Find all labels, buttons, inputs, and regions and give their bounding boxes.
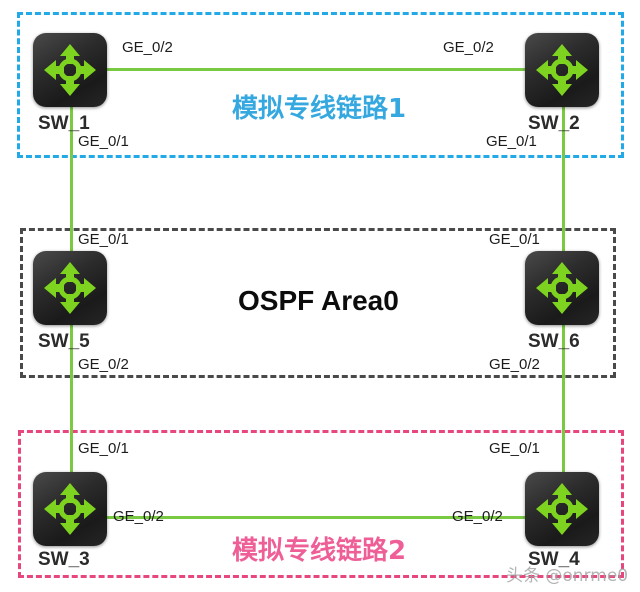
device-label-sw6: SW_6 — [528, 331, 580, 352]
port-label-sw3-ge02: GE_0/2 — [113, 508, 164, 525]
device-label-sw1: SW_1 — [38, 113, 90, 134]
link-sw5-sw3 — [70, 324, 73, 472]
switch-icon — [44, 44, 96, 96]
link-sw1-sw5 — [70, 106, 73, 258]
watermark: 头条 @onrme0 — [506, 566, 629, 586]
link-sw3-sw4 — [106, 516, 527, 519]
switch-icon — [536, 483, 588, 535]
port-label-sw1-ge02: GE_0/2 — [122, 39, 173, 56]
switch-icon — [44, 483, 96, 535]
port-label-sw1-ge01: GE_0/1 — [78, 133, 129, 150]
zone-simulated-leased-line-1 — [17, 12, 624, 158]
device-label-sw2: SW_2 — [528, 113, 580, 134]
zone-simulated-leased-line-2 — [18, 430, 624, 578]
device-sw3[interactable] — [33, 472, 107, 546]
port-label-sw6-ge02: GE_0/2 — [489, 356, 540, 373]
link-sw1-sw2 — [106, 68, 527, 71]
device-label-sw5: SW_5 — [38, 331, 90, 352]
link-sw2-sw6 — [562, 106, 565, 258]
device-sw2[interactable] — [525, 33, 599, 107]
zone-title-top: 模拟专线链路1 — [232, 94, 407, 124]
device-sw4[interactable] — [525, 472, 599, 546]
switch-icon — [536, 44, 588, 96]
port-label-sw3-ge01: GE_0/1 — [78, 440, 129, 457]
device-sw5[interactable] — [33, 251, 107, 325]
port-label-sw4-ge01: GE_0/1 — [489, 440, 540, 457]
zone-title-bottom: 模拟专线链路2 — [232, 536, 407, 566]
link-sw6-sw4 — [562, 324, 565, 472]
zone-ospf-area0 — [20, 228, 616, 378]
port-label-sw4-ge02: GE_0/2 — [452, 508, 503, 525]
switch-icon — [44, 262, 96, 314]
switch-icon — [536, 262, 588, 314]
device-sw6[interactable] — [525, 251, 599, 325]
device-sw1[interactable] — [33, 33, 107, 107]
port-label-sw5-ge02: GE_0/2 — [78, 356, 129, 373]
port-label-sw2-ge01: GE_0/1 — [486, 133, 537, 150]
port-label-sw6-ge01: GE_0/1 — [489, 231, 540, 248]
port-label-sw2-ge02: GE_0/2 — [443, 39, 494, 56]
device-label-sw4: SW_4 — [528, 549, 580, 570]
port-label-sw5-ge01: GE_0/1 — [78, 231, 129, 248]
zone-title-middle: OSPF Area0 — [238, 285, 399, 316]
device-label-sw3: SW_3 — [38, 549, 90, 570]
